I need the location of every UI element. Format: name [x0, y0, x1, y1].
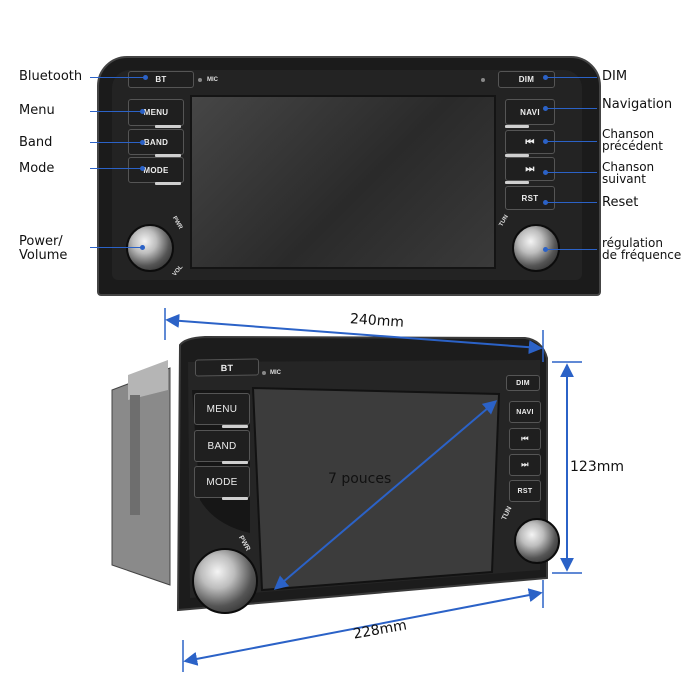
dim-button[interactable]: DIM	[498, 71, 555, 88]
callout-dot-power	[140, 245, 145, 250]
callout-reset: Reset	[602, 195, 639, 210]
callout-dot-band	[140, 140, 145, 145]
callout-band: Band	[19, 135, 53, 150]
callout-bluetooth: Bluetooth	[19, 69, 83, 84]
callout-line-reset	[545, 202, 597, 203]
callout-dot-reset	[543, 200, 548, 205]
callout-menu: Menu	[19, 103, 55, 118]
callout-dot-mode	[140, 166, 145, 171]
bottom-mode-slot	[222, 497, 248, 500]
callout-line-bluetooth	[90, 77, 145, 78]
bottom-dim-button[interactable]: DIM	[506, 375, 540, 391]
mic-hole	[198, 78, 202, 82]
callout-mode: Mode	[19, 161, 55, 176]
bottom-menu-button[interactable]: MENU	[194, 393, 250, 425]
callout-prev-line2: précédent	[602, 139, 663, 153]
callout-dot-tuning	[543, 247, 548, 252]
bottom-tuning-knob[interactable]	[514, 518, 560, 564]
callout-power-volume: Power/ Volume	[19, 235, 67, 263]
callout-dot-menu	[140, 109, 145, 114]
callout-dot-next	[543, 170, 548, 175]
callout-line-mode	[90, 168, 142, 169]
navi-slot	[505, 125, 529, 128]
band-slot	[155, 154, 181, 157]
top-display-screen[interactable]	[190, 95, 496, 269]
bottom-rst-button[interactable]: RST	[509, 480, 541, 502]
navi-button[interactable]: NAVI	[505, 99, 555, 125]
callout-line-power	[90, 247, 142, 248]
bottom-mic-hole	[262, 371, 266, 375]
callout-next-track: Chanson suivant	[602, 161, 654, 185]
bottom-next-button[interactable]: ⏭	[509, 454, 541, 476]
rst-button[interactable]: RST	[505, 186, 555, 210]
next-slot	[505, 181, 529, 184]
callout-line-menu	[90, 111, 142, 112]
callout-power-line2: Volume	[19, 248, 68, 263]
callout-line-tuning	[545, 249, 597, 250]
bottom-mic-label: MIC	[270, 370, 281, 376]
callout-prev-track: Chanson précédent	[602, 128, 663, 152]
bottom-band-button[interactable]: BAND	[194, 430, 250, 462]
ir-sensor	[481, 78, 485, 82]
bottom-navi-button[interactable]: NAVI	[509, 401, 541, 423]
width-top-arrow	[165, 313, 543, 355]
callout-dot-prev	[543, 139, 548, 144]
dimension-diagonal: 7 pouces	[328, 471, 392, 487]
callout-dim: DIM	[602, 69, 628, 84]
callout-line-prev	[545, 141, 597, 142]
width-bottom-arrow	[183, 588, 543, 666]
callout-line-next	[545, 172, 597, 173]
bottom-mode-button[interactable]: MODE	[194, 466, 250, 498]
callout-prev-line1: Chanson	[602, 127, 655, 141]
mic-label: MIC	[207, 77, 218, 83]
callout-tuning: régulation de fréquence	[602, 237, 681, 261]
power-volume-knob[interactable]	[126, 224, 174, 272]
callout-navigation: Navigation	[602, 97, 673, 112]
prev-slot	[505, 154, 529, 157]
callout-dot-dim	[543, 75, 548, 80]
dimension-height: 123mm	[570, 459, 624, 475]
callout-next-line2: suivant	[602, 172, 646, 186]
metal-chassis-side	[128, 360, 168, 400]
bottom-band-slot	[222, 461, 248, 464]
callout-tuning-line2: de fréquence	[602, 248, 682, 262]
chassis-bracket	[130, 395, 140, 515]
diagonal-arrow	[273, 400, 498, 590]
mode-button[interactable]: MODE	[128, 157, 184, 183]
bottom-prev-button[interactable]: ⏮	[509, 428, 541, 450]
mode-slot	[155, 182, 181, 185]
callout-tuning-line1: régulation	[602, 236, 663, 250]
callout-next-line1: Chanson	[602, 160, 655, 174]
menu-slot	[155, 125, 181, 128]
callout-power-line1: Power/	[19, 234, 63, 249]
bottom-menu-slot	[222, 425, 248, 428]
tuning-knob[interactable]	[512, 224, 560, 272]
callout-dot-bluetooth	[143, 75, 148, 80]
next-track-button[interactable]: ⏭	[505, 157, 555, 181]
callout-line-band	[90, 142, 142, 143]
callout-dot-navigation	[543, 106, 548, 111]
callout-line-navigation	[545, 108, 597, 109]
callout-line-dim	[545, 77, 597, 78]
